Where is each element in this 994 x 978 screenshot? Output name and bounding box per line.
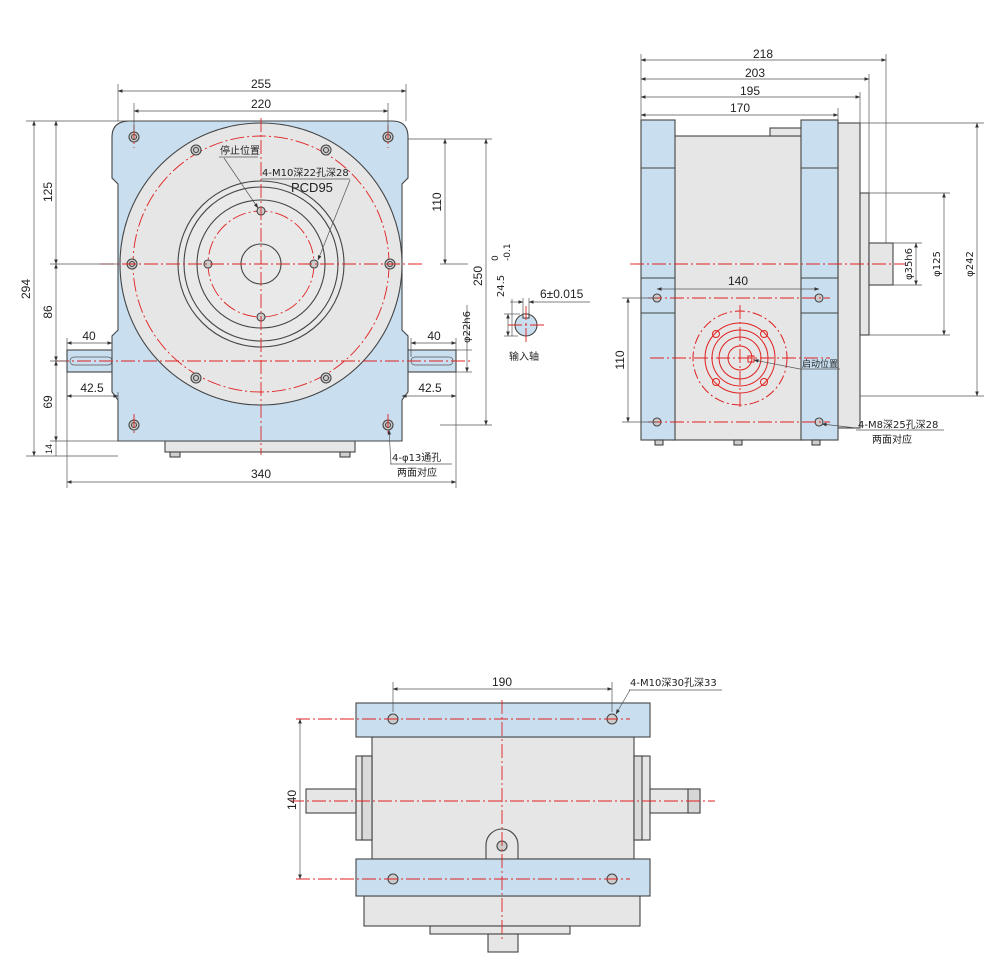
front-foot-left	[169, 451, 181, 458]
dim-40-left: 40	[82, 329, 96, 343]
note-tapped-holes-bottom: 4-M10深30孔深33	[630, 677, 717, 689]
dim-110-front: 110	[430, 192, 444, 211]
dim-shaft-dia: φ22h6	[462, 311, 473, 343]
dim-140-bottom: 140	[285, 790, 299, 810]
dim-86: 86	[41, 305, 55, 319]
bottom-view: 190 140 4-M10深30孔深33	[285, 675, 722, 953]
side-output-flange	[837, 122, 861, 429]
side-left-plate	[640, 119, 676, 441]
front-disc-holes	[126, 144, 396, 384]
dim-250: 250	[471, 266, 485, 286]
bottom-output-shaft	[487, 933, 519, 953]
note-start-position: 启动位置	[802, 358, 838, 370]
front-base-plate	[164, 440, 356, 453]
dim-170: 170	[730, 101, 750, 115]
dim-125: 125	[41, 182, 55, 202]
dim-294: 294	[19, 279, 33, 299]
note-input-shaft: 输入轴	[509, 350, 539, 363]
dim-42-5-right: 42.5	[418, 381, 442, 395]
bottom-bottom-plate	[355, 858, 651, 897]
side-top-boss	[769, 127, 805, 137]
note-pcd: PCD95	[291, 180, 333, 195]
dim-140-side: 140	[728, 274, 748, 288]
dim-190: 190	[492, 675, 512, 689]
note-tapped-holes-front: 4-M10深22孔深28	[262, 167, 349, 179]
note-both-sides-front: 两面对应	[397, 466, 437, 479]
dim-phi125: φ125	[932, 251, 943, 277]
dim-14: 14	[44, 444, 54, 454]
dim-340: 340	[251, 467, 271, 481]
dim-69: 69	[41, 395, 55, 409]
dim-40-right: 40	[427, 329, 441, 343]
dim-195: 195	[740, 84, 760, 98]
front-view: 255 220 294 125 86 69 14 110 250 φ2	[19, 77, 492, 488]
dim-phi242: φ242	[965, 251, 976, 277]
note-stop-position: 停止位置	[220, 144, 260, 157]
bottom-boss	[429, 925, 571, 935]
dim-key-depth: 24.5	[496, 275, 507, 297]
dim-218: 218	[753, 47, 773, 61]
note-both-sides-side: 两面对应	[872, 433, 912, 446]
dim-phi35: φ35h6	[904, 248, 915, 280]
note-tapped-holes-side: 4-M8深25孔深28	[858, 419, 938, 431]
front-foot-right	[339, 451, 351, 458]
side-view: 218 203 195 170 140 110 φ35h6 φ125 φ242 …	[613, 47, 984, 446]
side-body	[671, 135, 805, 441]
dim-key-depth-tol2: -0.1	[503, 243, 513, 261]
input-shaft-detail: 24.5 0 -0.1 6±0.015 输入轴	[491, 243, 590, 363]
dim-key-depth-tol: 0	[491, 255, 501, 261]
side-right-plate	[800, 119, 839, 441]
bottom-top-plate	[355, 702, 651, 738]
dim-42-5-left: 42.5	[80, 381, 104, 395]
dim-255: 255	[251, 77, 271, 91]
dim-110-side: 110	[613, 350, 627, 369]
note-through-holes: 4-φ13通孔	[392, 452, 441, 464]
dim-220: 220	[251, 97, 271, 111]
dim-203: 203	[745, 66, 765, 80]
dim-key-width: 6±0.015	[540, 287, 584, 301]
